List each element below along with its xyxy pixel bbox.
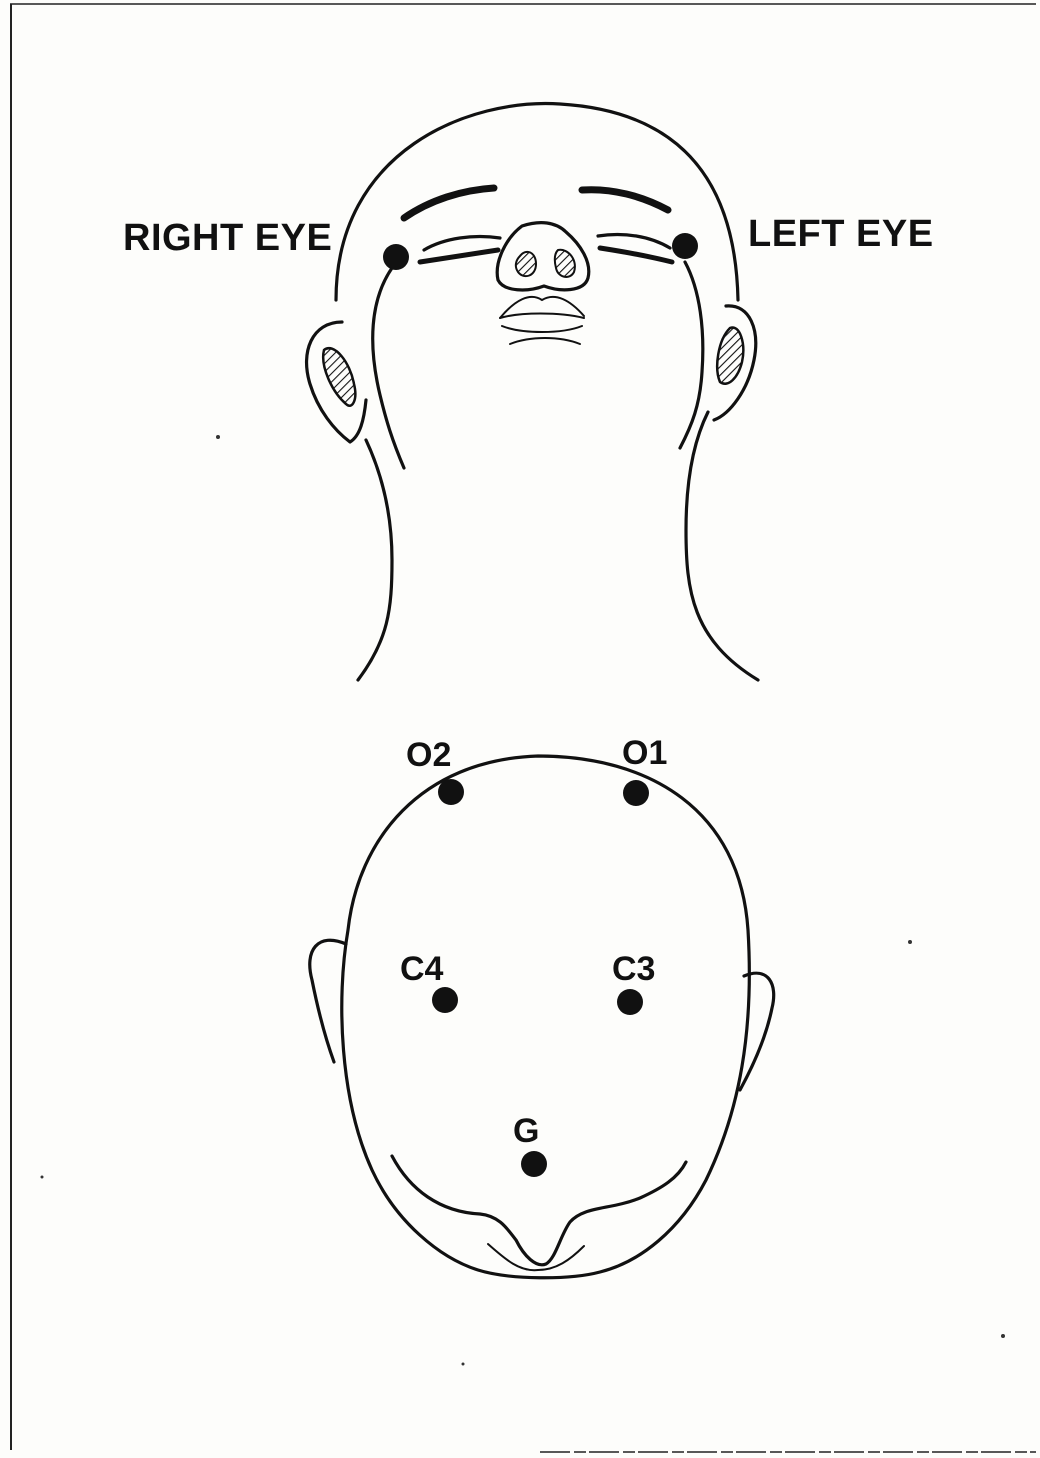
neck-right (358, 440, 392, 680)
face-right-jaw (373, 268, 404, 468)
top-view: O2 O1 C4 C3 G (310, 734, 774, 1278)
left-eyebrow (582, 190, 668, 210)
electrode-g (521, 1151, 547, 1177)
nose-tip (488, 1244, 584, 1270)
electrode-o1 (623, 780, 649, 806)
right-eye (420, 237, 500, 263)
face-view: RIGHT EYE LEFT EYE (123, 104, 934, 680)
electrode-c4 (432, 987, 458, 1013)
right-eye-electrode (383, 244, 409, 270)
electrode-label-o1: O1 (622, 734, 667, 772)
left-eye-label: LEFT EYE (748, 213, 934, 255)
electrode-label-c3: C3 (612, 950, 655, 988)
lips (500, 297, 584, 344)
top-head-outline (342, 756, 750, 1278)
nose (497, 223, 589, 290)
right-eye-label: RIGHT EYE (123, 217, 332, 259)
left-eye-electrode (672, 233, 698, 259)
electrode-c3 (617, 989, 643, 1015)
electrode-label-c4: C4 (400, 950, 444, 988)
scan-specks (41, 435, 1006, 1366)
electrode-label-o2: O2 (406, 736, 451, 774)
left-eye (598, 235, 672, 263)
electrode-o2 (438, 779, 464, 805)
face-head-outline (336, 104, 738, 300)
right-eyebrow (404, 188, 494, 218)
right-ear (307, 322, 366, 442)
face-left-jaw (680, 262, 703, 448)
neck-left (686, 412, 758, 680)
electrode-label-g: G (513, 1112, 539, 1150)
left-ear (714, 306, 756, 420)
